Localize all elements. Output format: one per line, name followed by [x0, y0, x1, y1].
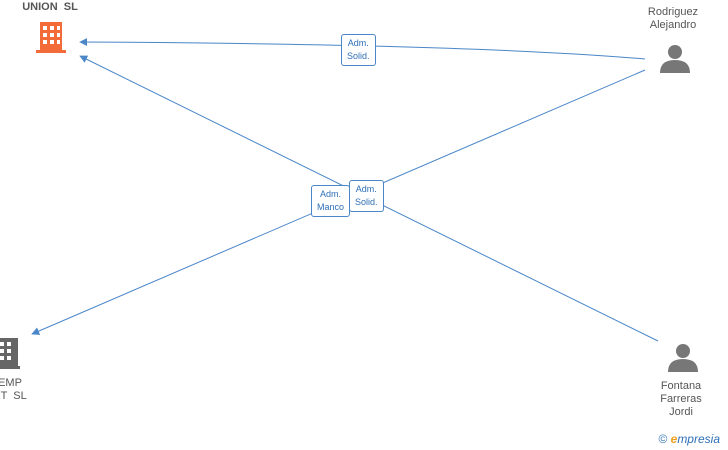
brand-logo: empresia [670, 432, 720, 446]
person-icon-top [660, 45, 690, 73]
building-icon-bottom [0, 338, 20, 369]
watermark: © empresia [658, 432, 720, 446]
company-label-top[interactable]: UNION SL [22, 1, 78, 13]
edge-label-rodriguez-union: Adm. Solid. [341, 34, 376, 66]
person-label-top[interactable]: Rodriguez Alejandro [647, 6, 699, 31]
edge-label-rodriguez-emp: Adm. Manco [311, 185, 351, 217]
company-label-bottom[interactable]: EMP ET SL [0, 377, 27, 402]
edge-line-rodriguez-union [79, 38, 646, 60]
person-label-bottom[interactable]: Fontana Farreras Jordi [660, 380, 702, 418]
building-icon-top [36, 22, 66, 53]
person-icon-bottom [668, 344, 698, 372]
edge-label-fontana-union: Adm. Solid. [349, 180, 384, 212]
copyright-icon: © [658, 432, 668, 446]
